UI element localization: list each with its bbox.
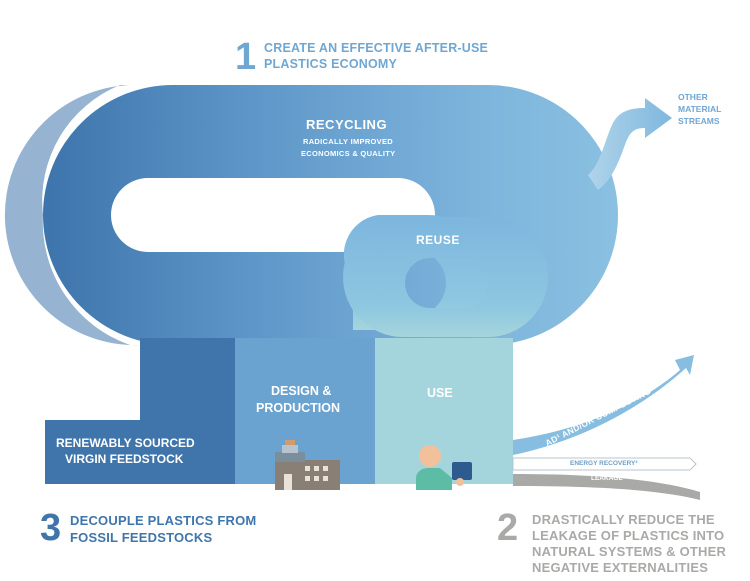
recycling-sub2: ECONOMICS & QUALITY (301, 149, 396, 158)
goal-2-number: 2 (497, 507, 519, 549)
goal-1-number: 1 (235, 36, 257, 78)
goal-2-line3: NATURAL SYSTEMS & OTHER (532, 544, 727, 559)
other-streams-line1: OTHER (678, 92, 708, 102)
goal-1-line1: CREATE AN EFFECTIVE AFTER-USE (264, 41, 489, 55)
goal-3-line2: FOSSIL FEEDSTOCKS (70, 530, 213, 545)
goal-2-line2: LEAKAGE OF PLASTICS INTO (532, 528, 725, 543)
feedstock-line2: VIRGIN FEEDSTOCK (65, 452, 184, 466)
person-icon (416, 445, 472, 490)
goal-1-line2: PLASTICS ECONOMY (264, 57, 398, 71)
energy-arrow (512, 457, 697, 471)
leakage-label: LEAKAGE (591, 475, 623, 482)
goal-3-line1: DECOUPLE PLASTICS FROM (70, 513, 257, 528)
design-line2: PRODUCTION (256, 401, 341, 415)
goal-2-line4: NEGATIVE EXTERNALITIES (532, 560, 709, 575)
other-streams-line2: MATERIAL (678, 104, 722, 114)
reuse-title: REUSE (416, 233, 460, 247)
design-line1: DESIGN & (271, 384, 332, 398)
leakage-arrow (513, 474, 700, 500)
reuse-loop-body (343, 217, 548, 337)
feedstock-column (140, 338, 235, 484)
composting-arrow (513, 355, 694, 455)
recycling-title: RECYCLING (306, 117, 388, 132)
feedstock-line1: RENEWABLY SOURCED (56, 436, 195, 450)
recycling-loop-left (4, 85, 140, 346)
factory-icon (275, 440, 340, 490)
use-label: USE (427, 386, 453, 400)
recycling-sub1: RADICALLY IMPROVED (303, 137, 393, 146)
use-block (375, 338, 513, 484)
other-streams-arrow (588, 98, 672, 190)
goal-2-line1: DRASTICALLY REDUCE THE (532, 512, 715, 527)
energy-label: ENERGY RECOVERY² (570, 460, 638, 467)
other-streams-line3: STREAMS (678, 116, 720, 126)
goal-3-number: 3 (40, 507, 62, 549)
